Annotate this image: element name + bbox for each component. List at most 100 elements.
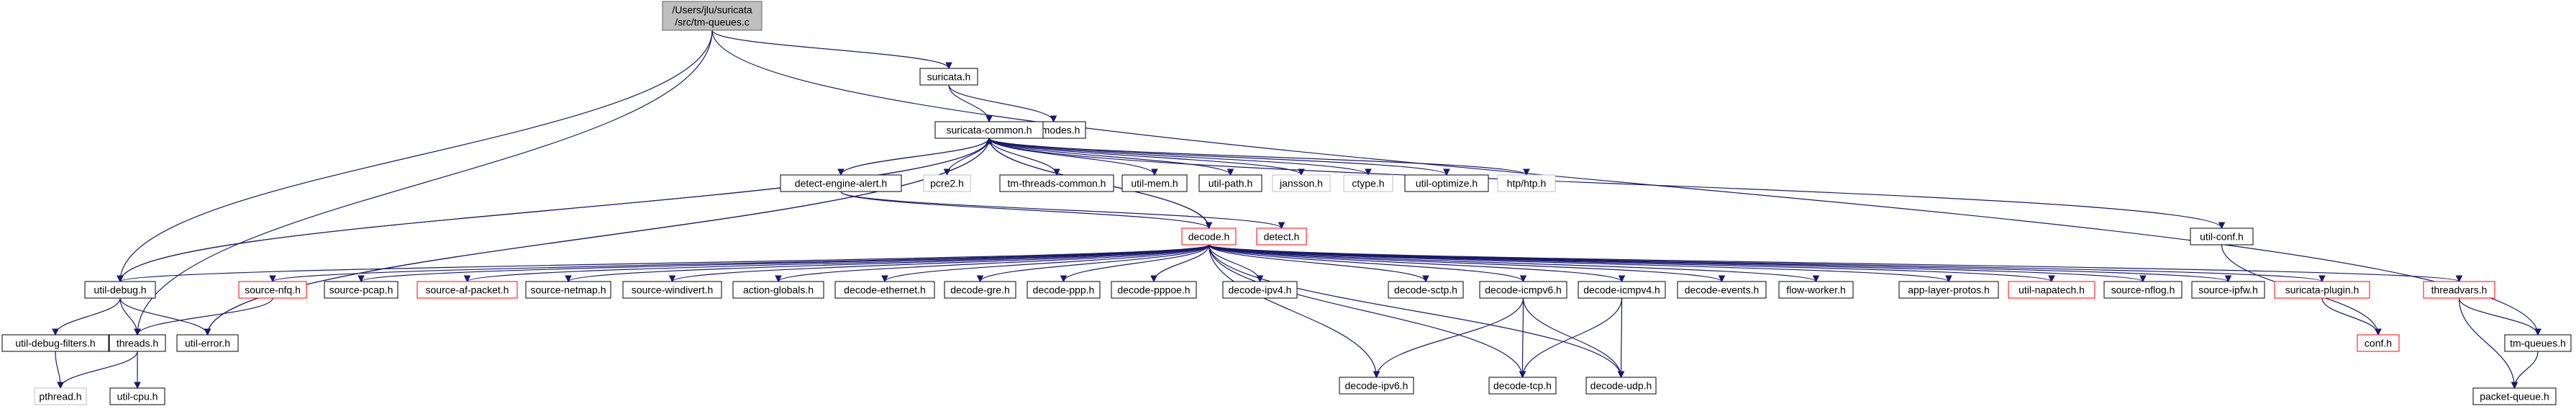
node-util-cpu-h[interactable]: util-cpu.h <box>109 387 165 405</box>
node-conf-h[interactable]: conf.h <box>2357 334 2400 352</box>
node-box <box>1488 377 1557 395</box>
node-source-ipfw-h[interactable]: source-ipfw.h <box>2191 281 2265 299</box>
node-box <box>1198 174 1262 192</box>
node-box <box>34 387 87 405</box>
node-label: source-netmap.h <box>530 284 606 296</box>
node-pcre2-h[interactable]: pcre2.h <box>923 174 971 192</box>
node-pthread-h[interactable]: pthread.h <box>34 387 87 405</box>
node-decode-h[interactable]: decode.h <box>1181 228 1237 246</box>
node-threads-h[interactable]: threads.h <box>109 334 166 352</box>
node-box <box>525 281 611 299</box>
node-util-debug-filters-h[interactable]: util-debug-filters.h <box>1 334 109 352</box>
edge-threadvars_h-to-tm_queues_h <box>2458 297 2541 336</box>
node-decode-events-h[interactable]: decode-events.h <box>1677 281 1767 299</box>
edge-decode_h-to-flow_worker_h <box>1208 244 1820 283</box>
node-label: decode-ppp.h <box>1033 284 1095 296</box>
node-label: suricata-plugin.h <box>2285 284 2359 296</box>
node-box <box>324 281 399 299</box>
node-box <box>622 281 722 299</box>
node-source-nflog-h[interactable]: source-nflog.h <box>2103 281 2183 299</box>
node-detect-engine-alert-h[interactable]: detect-engine-alert.h <box>780 174 902 192</box>
node-decode-ethernet-h[interactable]: decode-ethernet.h <box>834 281 935 299</box>
node-box <box>109 334 166 352</box>
edge-decode_h-to-decode_pppoe_h <box>1150 244 1210 283</box>
node-decode-ipv6-h[interactable]: decode-ipv6.h <box>1339 377 1414 395</box>
node-decode-icmpv4-h[interactable]: decode-icmpv4.h <box>1578 281 1666 299</box>
node-box <box>238 281 307 299</box>
node-label: decode-gre.h <box>950 284 1010 296</box>
node-box <box>1272 174 1331 192</box>
node-util-mem-h[interactable]: util-mem.h <box>1121 174 1188 192</box>
node-label: flow-worker.h <box>1786 284 1845 296</box>
node-decode-ppp-h[interactable]: decode-ppp.h <box>1027 281 1101 299</box>
node-threadvars-h[interactable]: threadvars.h <box>2423 281 2495 299</box>
node-label: tm-threads-common.h <box>1008 178 1106 189</box>
edge-decode_h-to-decode_ppp_h <box>1060 244 1210 283</box>
node-source-netmap-h[interactable]: source-netmap.h <box>525 281 611 299</box>
node-tm-threads-common-h[interactable]: tm-threads-common.h <box>999 174 1114 192</box>
node-label: suricata-common.h <box>946 125 1032 136</box>
node-util-debug-h[interactable]: util-debug.h <box>84 281 156 299</box>
node-label: htp/htp.h <box>1507 178 1547 189</box>
node-box <box>2191 281 2265 299</box>
node-source-af-packet-h[interactable]: source-af-packet.h <box>417 281 518 299</box>
node-box <box>919 68 978 86</box>
node-box <box>834 281 935 299</box>
node-tm-queues-h[interactable]: tm-queues.h <box>2504 334 2572 352</box>
node-box <box>1027 281 1101 299</box>
node-box <box>944 281 1016 299</box>
node-decode-ipv4-h[interactable]: decode-ipv4.h <box>1222 281 1298 299</box>
node-label: detect.h <box>1264 231 1300 243</box>
node-label: decode-sctp.h <box>1394 284 1457 296</box>
node-util-path-h[interactable]: util-path.h <box>1198 174 1262 192</box>
node-decode-tcp-h[interactable]: decode-tcp.h <box>1488 377 1557 395</box>
node-label: /Users/jlu/suricata <box>672 4 752 16</box>
node-label: decode-icmpv4.h <box>1583 284 1660 296</box>
node-box <box>732 281 824 299</box>
node-suricata-common-h[interactable]: suricata-common.h <box>934 121 1044 139</box>
node-source-nfq-h[interactable]: source-nfq.h <box>238 281 307 299</box>
node-label: pcre2.h <box>930 178 964 189</box>
node-root[interactable]: /Users/jlu/suricata/src/tm-queues.c <box>662 1 763 31</box>
node-box <box>1181 228 1237 246</box>
edge-util_debug_h-to-suricata_common_h <box>119 137 993 282</box>
node-source-pcap-h[interactable]: source-pcap.h <box>324 281 399 299</box>
node-packet-queue-h[interactable]: packet-queue.h <box>2472 387 2557 405</box>
node-decode-sctp-h[interactable]: decode-sctp.h <box>1388 281 1464 299</box>
node-label: ctype.h <box>1352 178 1384 189</box>
node-decode-pppoe-h[interactable]: decode-pppoe.h <box>1111 281 1197 299</box>
node-flow-worker-h[interactable]: flow-worker.h <box>1778 281 1854 299</box>
edge-decode_h-to-action_globals_h <box>775 244 1210 283</box>
node-box <box>2423 281 2495 299</box>
node-label: decode-tcp.h <box>1493 380 1552 392</box>
node-htp-htp-h[interactable]: htp/htp.h <box>1497 174 1556 192</box>
node-decode-udp-h[interactable]: decode-udp.h <box>1585 377 1657 395</box>
edge-decode_h-to-source_nfq_h <box>269 244 1210 283</box>
node-label: util-debug-filters.h <box>15 338 95 349</box>
node-box <box>1404 174 1489 192</box>
edge-suricata_common_h-to-ctype_h <box>988 138 1372 176</box>
node-util-error-h[interactable]: util-error.h <box>176 334 239 352</box>
node-util-optimize-h[interactable]: util-optimize.h <box>1404 174 1489 192</box>
node-source-windivert-h[interactable]: source-windivert.h <box>622 281 722 299</box>
edge-detect_engine_alert_h-to-suricata_common_h <box>840 137 993 176</box>
node-label: detect-engine-alert.h <box>795 178 887 189</box>
node-decode-icmpv6-h[interactable]: decode-icmpv6.h <box>1479 281 1567 299</box>
node-box <box>1479 281 1567 299</box>
node-util-napatech-h[interactable]: util-napatech.h <box>2008 281 2095 299</box>
node-util-conf-h[interactable]: util-conf.h <box>2190 228 2254 246</box>
node-app-layer-protos-h[interactable]: app-layer-protos.h <box>1898 281 1999 299</box>
node-action-globals-h[interactable]: action-globals.h <box>732 281 824 299</box>
node-label: util-error.h <box>185 338 230 349</box>
node-suricata-h[interactable]: suricata.h <box>919 68 978 86</box>
node-box <box>84 281 156 299</box>
node-box <box>1388 281 1464 299</box>
node-decode-gre-h[interactable]: decode-gre.h <box>944 281 1016 299</box>
node-jansson-h[interactable]: jansson.h <box>1272 174 1331 192</box>
node-ctype-h[interactable]: ctype.h <box>1343 174 1393 192</box>
node-detect-h[interactable]: detect.h <box>1256 228 1307 246</box>
edge-suricata_common_h-to-jansson_h <box>988 138 1305 176</box>
node-label: decode-udp.h <box>1590 380 1652 392</box>
edge-layer <box>52 30 2541 390</box>
node-suricata-plugin-h[interactable]: suricata-plugin.h <box>2274 281 2370 299</box>
